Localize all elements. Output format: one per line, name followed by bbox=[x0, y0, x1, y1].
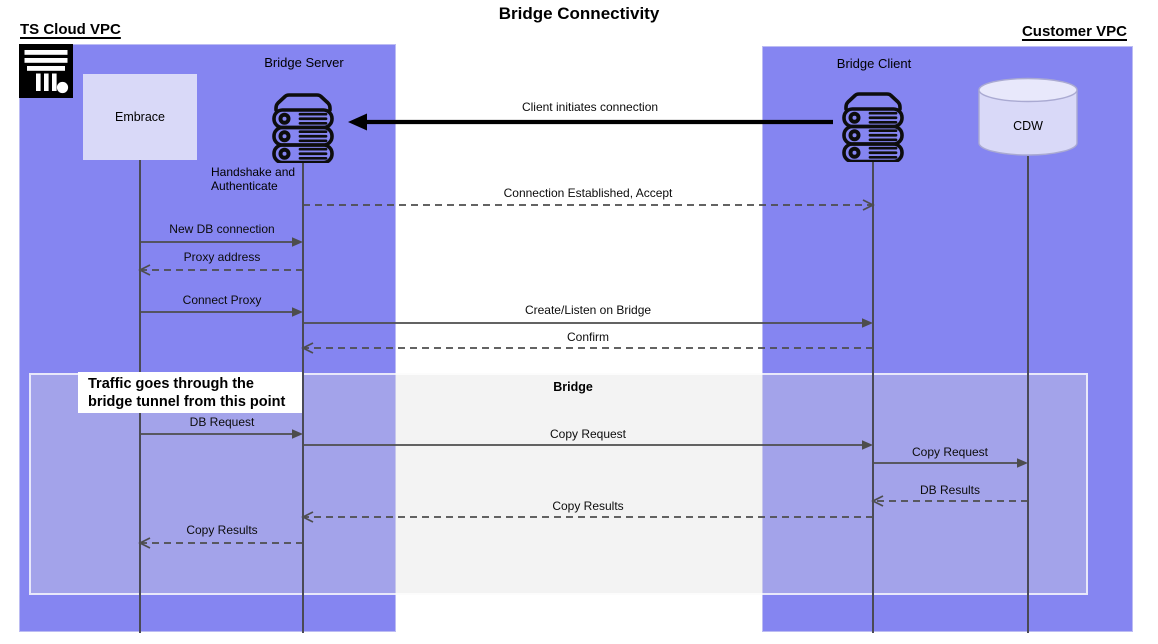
message-label-confirm: Confirm bbox=[566, 330, 610, 344]
message-label-client-initiates: Client initiates connection bbox=[521, 100, 659, 114]
bridge-client-label: Bridge Client bbox=[836, 56, 912, 71]
lifeline-cdw bbox=[1027, 156, 1029, 633]
traffic-note-line2: bridge tunnel from this point bbox=[88, 394, 286, 410]
message-arrowhead-copy-results-bridge bbox=[301, 511, 314, 523]
ts-cloud-vpc-region bbox=[19, 44, 396, 632]
message-label-copy-request-bridge: Copy Request bbox=[549, 427, 627, 441]
embrace-node: Embrace bbox=[83, 74, 197, 160]
message-label-db-results: DB Results bbox=[919, 483, 981, 497]
message-arrowhead-db-request bbox=[292, 429, 303, 439]
thoughtspot-logo-icon bbox=[19, 44, 73, 98]
traffic-note-line1: Traffic goes through the bbox=[88, 376, 254, 392]
lifeline-bridge-client bbox=[872, 160, 874, 633]
message-arrowhead-copy-results-embrace bbox=[138, 537, 151, 549]
message-arrowhead-db-results bbox=[871, 495, 884, 507]
message-arrowhead-proxy-address bbox=[138, 264, 151, 276]
handshake-line1: Handshake and bbox=[211, 165, 296, 179]
message-label-new-db: New DB connection bbox=[169, 222, 275, 236]
handshake-note: Handshake and Authenticate bbox=[211, 165, 295, 193]
message-label-conn-established: Connection Established, Accept bbox=[503, 186, 673, 200]
message-label-connect-proxy: Connect Proxy bbox=[182, 293, 262, 307]
bridge-server-icon bbox=[272, 93, 334, 163]
message-arrowhead-copy-request-cdw bbox=[1017, 458, 1028, 468]
message-arrowhead-copy-request-bridge bbox=[862, 440, 873, 450]
database-cylinder-icon bbox=[978, 77, 1078, 156]
message-label-proxy-address: Proxy address bbox=[183, 250, 261, 264]
bridge-client-icon bbox=[842, 92, 904, 162]
message-label-create-listen: Create/Listen on Bridge bbox=[524, 303, 652, 317]
bridge-server-label: Bridge Server bbox=[264, 55, 344, 70]
embrace-label: Embrace bbox=[114, 110, 166, 124]
lifeline-bridge-server bbox=[302, 161, 304, 633]
message-label-copy-results-embrace: Copy Results bbox=[186, 523, 258, 537]
cdw-label: CDW bbox=[1013, 119, 1043, 133]
message-label-copy-results-bridge: Copy Results bbox=[552, 499, 624, 513]
handshake-line2: Authenticate bbox=[211, 179, 278, 193]
message-arrowhead-confirm bbox=[301, 342, 314, 354]
diagram-title: Bridge Connectivity bbox=[498, 4, 660, 23]
message-arrowhead-conn-established bbox=[862, 199, 875, 211]
message-arrowhead-client-initiates bbox=[348, 113, 367, 131]
bridge-box-label: Bridge bbox=[553, 380, 593, 394]
message-arrowhead-create-listen bbox=[862, 318, 873, 328]
message-label-copy-request-cdw: Copy Request bbox=[911, 445, 989, 459]
message-label-db-request: DB Request bbox=[189, 415, 255, 429]
region-label-ts-cloud-vpc: TS Cloud VPC bbox=[20, 21, 121, 38]
traffic-note: Traffic goes through the bridge tunnel f… bbox=[78, 372, 302, 413]
region-label-customer-vpc: Customer VPC bbox=[1021, 23, 1127, 40]
message-arrowhead-new-db bbox=[292, 237, 303, 247]
message-arrowhead-connect-proxy bbox=[292, 307, 303, 317]
cdw-node: CDW bbox=[976, 77, 1080, 157]
